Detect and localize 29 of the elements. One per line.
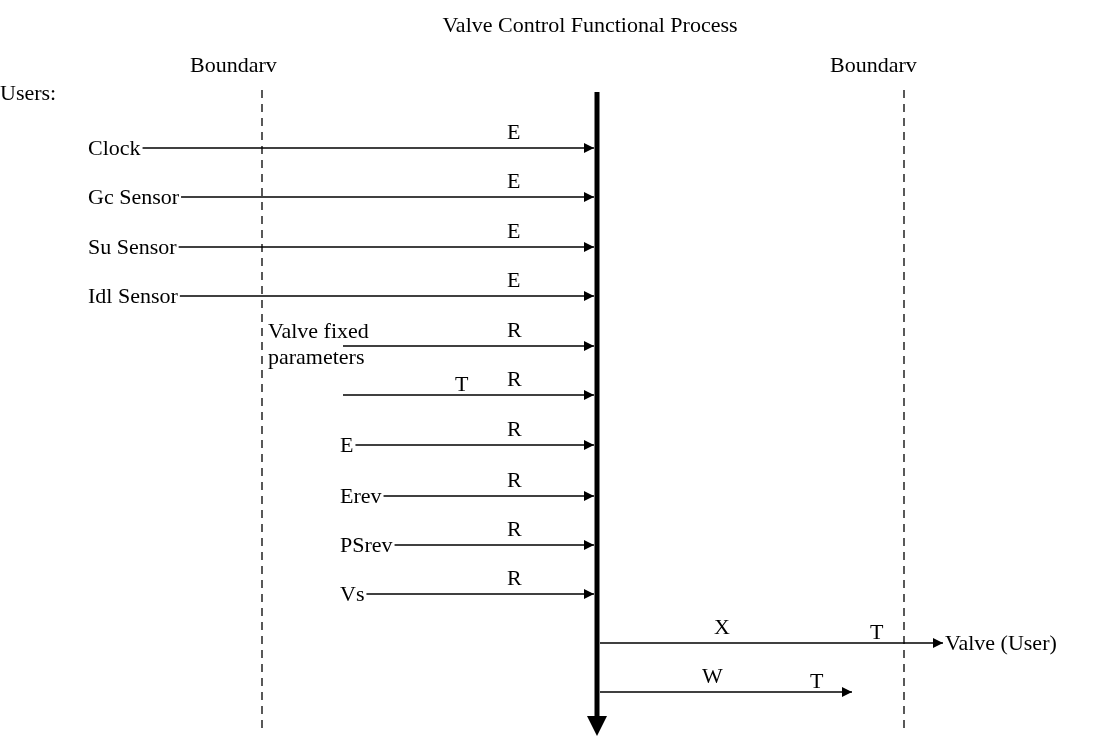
arrow	[141, 143, 595, 153]
arrow	[365, 589, 595, 599]
arrow	[354, 440, 595, 450]
user-label: Gc Sensor	[88, 184, 180, 210]
group-label: Users:	[0, 80, 57, 106]
user-label: PSrev	[340, 532, 393, 558]
process-title: Valve Control Functional Process	[441, 11, 739, 39]
arrow	[393, 540, 595, 550]
annotation-letter: T	[455, 371, 469, 397]
arrow	[599, 638, 944, 648]
user-label: Idl Sensor	[88, 283, 178, 309]
boundary-label: Boundarv	[190, 52, 277, 78]
user-label: Clock	[88, 135, 141, 161]
arrow	[342, 341, 595, 351]
boundary-label: Boundarv	[830, 52, 917, 78]
arrow	[180, 192, 595, 202]
annotation-letter: T	[870, 619, 884, 645]
user-label: Vs	[340, 581, 365, 607]
user-label: Valve (User)	[945, 630, 1057, 656]
arrow	[382, 491, 595, 501]
arrow	[599, 687, 853, 697]
user-label: Erev	[340, 483, 382, 509]
annotation-letter: T	[810, 668, 824, 694]
arrow	[179, 291, 595, 301]
arrow	[342, 390, 595, 400]
user-label: Valve fixed parameters	[268, 318, 388, 370]
arrow	[177, 242, 595, 252]
user-label: E	[340, 432, 354, 458]
user-label: Su Sensor	[88, 234, 177, 260]
